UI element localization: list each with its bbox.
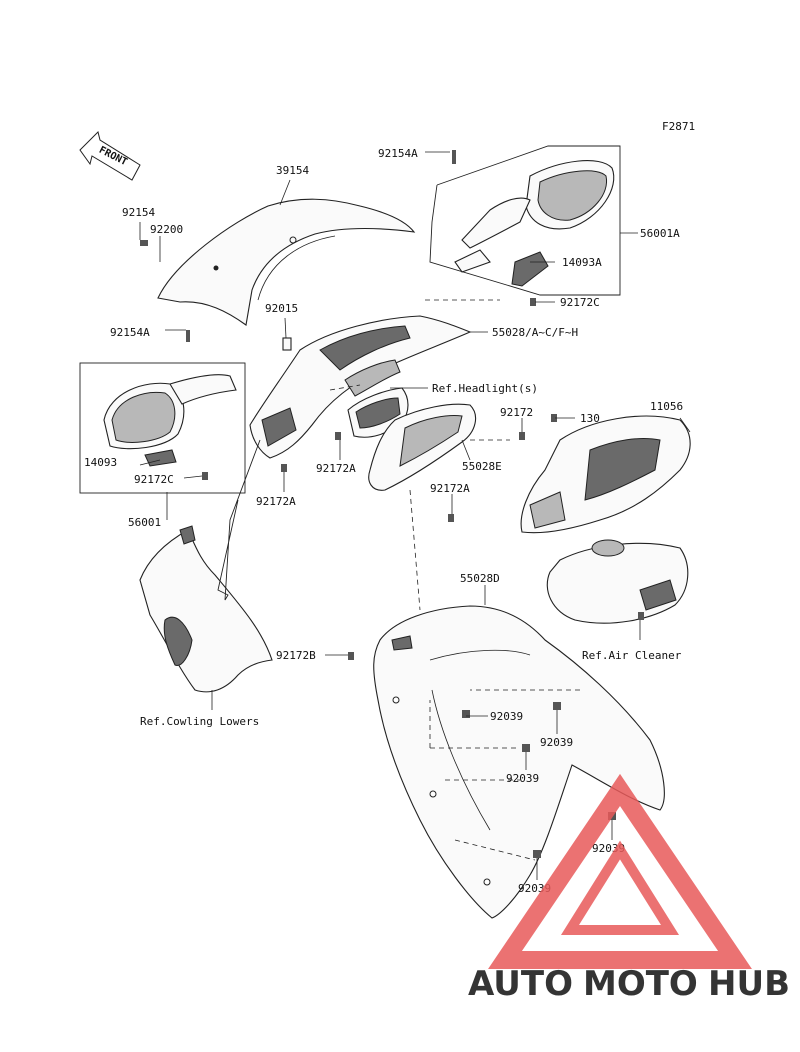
fastener-icons <box>140 150 644 858</box>
inner-cowl-bracket <box>249 315 472 459</box>
label-39154: 39154 <box>276 164 309 177</box>
label-55028ACFH: 55028/A~C/F~H <box>492 326 578 339</box>
watermark-triangle-icon <box>488 773 752 969</box>
label-92039-c: 92039 <box>506 772 539 785</box>
figure-code: F2871 <box>662 120 695 133</box>
reference-lines <box>217 299 580 861</box>
label-92015: 92015 <box>265 302 298 315</box>
front-cowl-side <box>373 605 665 919</box>
leader-lines <box>139 151 691 880</box>
label-14093: 14093 <box>84 456 117 469</box>
label-56001: 56001 <box>128 516 161 529</box>
windscreen <box>157 198 416 326</box>
label-92039-a: 92039 <box>490 710 523 723</box>
watermark-moto: MOTO <box>583 964 698 1004</box>
label-92172A-right: 92172A <box>430 482 470 495</box>
label-92200: 92200 <box>150 223 183 236</box>
air-cleaner <box>546 539 689 624</box>
label-11056: 11056 <box>650 400 683 413</box>
watermark-auto: AUTO <box>468 964 573 1004</box>
front-arrow-icon: FRONT <box>79 131 141 181</box>
label-55028E: 55028E <box>462 460 502 473</box>
label-ref-air-cleaner: Ref.Air Cleaner <box>582 649 682 662</box>
watermark-hub: HUB <box>708 964 790 1004</box>
watermark-inner-triangle-icon <box>560 840 680 935</box>
mirror-right <box>454 160 615 287</box>
label-92172C-right: 92172C <box>560 296 600 309</box>
label-ref-headlight: Ref.Headlight(s) <box>432 382 538 395</box>
label-14093A: 14093A <box>562 256 602 269</box>
label-92039-b: 92039 <box>540 736 573 749</box>
label-92154A-top: 92154A <box>378 147 418 160</box>
label-56001A: 56001A <box>640 227 680 240</box>
inner-panel <box>520 415 691 534</box>
label-92172A-mid: 92172A <box>316 462 356 475</box>
label-92172A-low: 92172A <box>256 495 296 508</box>
air-duct <box>368 403 477 491</box>
label-92154: 92154 <box>122 206 155 219</box>
label-130: 130 <box>580 412 600 425</box>
label-92172B: 92172B <box>276 649 316 662</box>
label-55028D: 55028D <box>460 572 500 585</box>
mirror-left <box>103 374 237 467</box>
side-cowl-left <box>139 525 273 693</box>
watermark-logo: AUTO MOTO HUB <box>468 773 790 1004</box>
label-92172C-left: 92172C <box>134 473 174 486</box>
label-92172: 92172 <box>500 406 533 419</box>
label-92154A-left: 92154A <box>110 326 150 339</box>
label-ref-cowling-lowers: Ref.Cowling Lowers <box>140 715 259 728</box>
